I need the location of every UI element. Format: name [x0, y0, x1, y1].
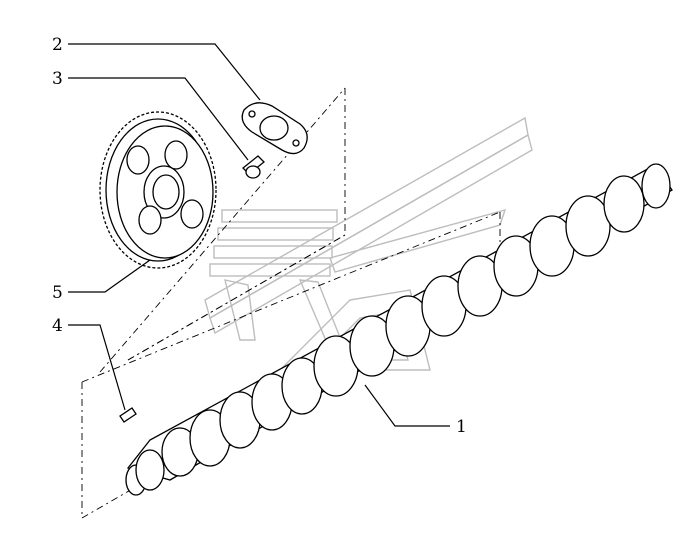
leader-lines	[68, 43, 450, 427]
callout-1: 1	[456, 417, 467, 437]
thrust-plate	[241, 102, 308, 155]
camshaft-gear	[99, 111, 217, 269]
callout-2: 2	[52, 35, 63, 55]
callout-5: 5	[52, 283, 63, 303]
watermark-logo	[204, 116, 533, 371]
key	[119, 407, 137, 423]
screw	[242, 155, 265, 179]
callout-4: 4	[52, 316, 63, 336]
camshaft	[125, 163, 673, 496]
callout-3: 3	[52, 69, 63, 89]
